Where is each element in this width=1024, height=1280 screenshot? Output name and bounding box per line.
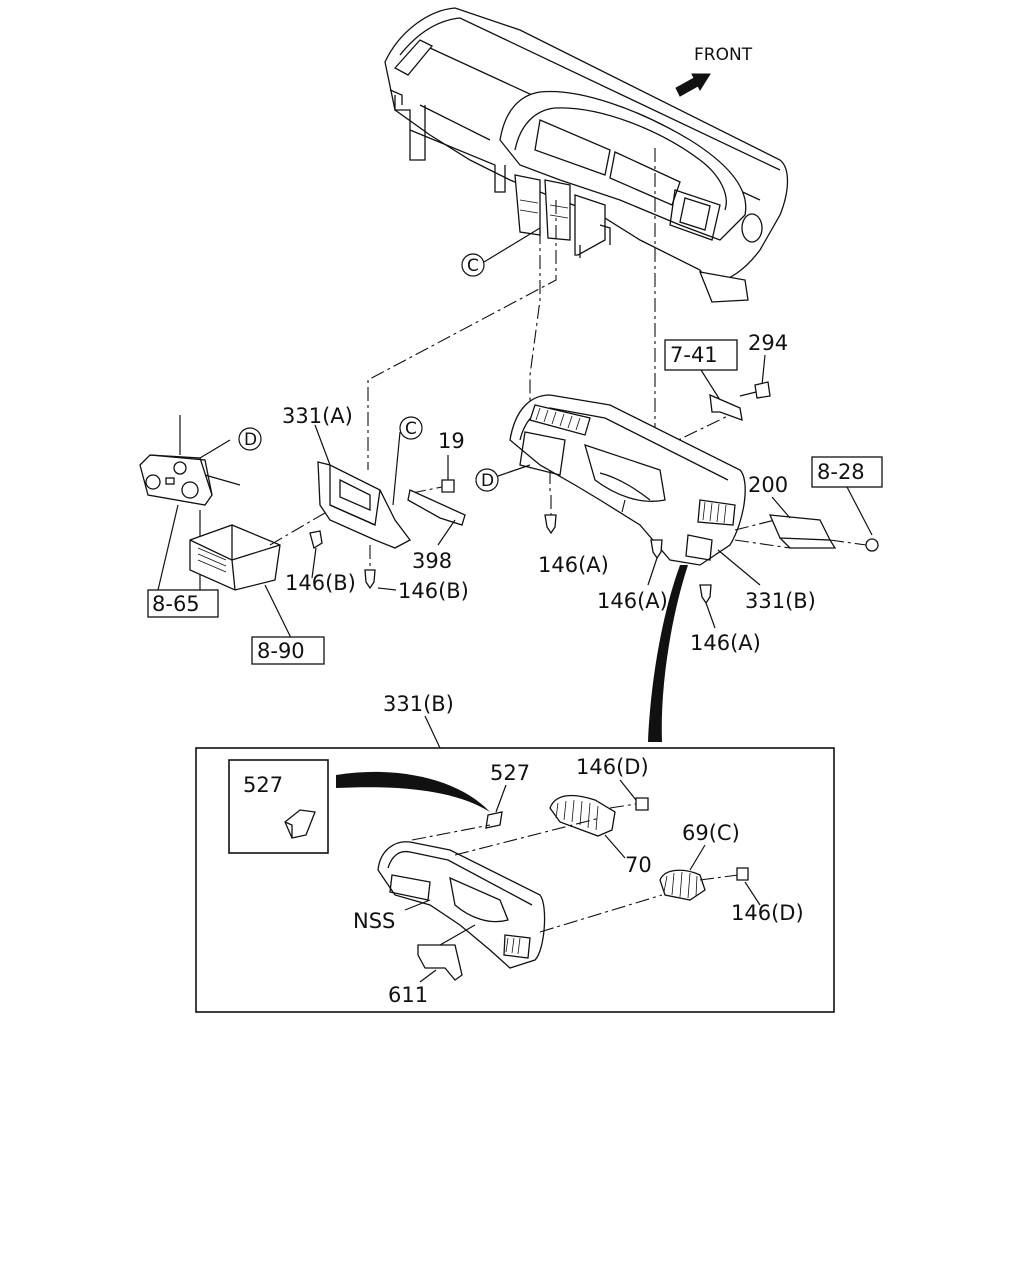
circle-c-bracket-label: C (405, 419, 417, 439)
detail-box: 331(B) 527 527 146(D) 70 69(C) 146(D) (195, 692, 835, 1013)
detail-title: 331(B) (383, 692, 454, 716)
part-331a: 331(A) (282, 404, 353, 428)
part-200-group: 200 8-28 (734, 456, 883, 552)
front-direction-arrow: FRONT (675, 45, 753, 97)
ref-8-28: 8-28 (817, 460, 865, 484)
part-70: 70 (625, 853, 652, 877)
circle-d-heater-label: D (244, 430, 257, 450)
center-panel-331b (509, 394, 746, 566)
part-146b-1: 146(B) (285, 571, 356, 595)
bracket-331a-group: 331(A) C 146(B) 146(B) (282, 404, 469, 603)
front-label: FRONT (694, 45, 753, 65)
arrow-icon (675, 73, 711, 97)
part-146a-2: 146(A) (597, 589, 668, 613)
inset-527-label: 527 (243, 773, 283, 797)
part-331b: 331(B) (745, 589, 816, 613)
part-146b-2: 146(B) (398, 579, 469, 603)
part-19: 19 (438, 429, 465, 453)
dashboard-assembly (384, 7, 789, 303)
part-146a-3: 146(A) (690, 631, 761, 655)
nss-label: NSS (353, 909, 395, 933)
part-146d-2: 146(D) (731, 901, 804, 925)
part-19-398-group: 19 398 (407, 429, 466, 573)
radio-group: 8-90 (189, 509, 331, 665)
leader-lines (367, 148, 741, 470)
part-146d-1: 146(D) (576, 755, 649, 779)
circle-c-label: C (467, 256, 479, 276)
part-69c: 69(C) (682, 821, 740, 845)
ref-circle-d-panel: D (475, 464, 531, 492)
ref-circle-c-dashboard: C (461, 227, 541, 277)
part-200: 200 (748, 473, 788, 497)
heater-control-group: D 8-65 (139, 415, 262, 618)
ref-7-41: 7-41 (670, 343, 718, 367)
part-398: 398 (412, 549, 452, 573)
detail-pointer (648, 565, 688, 742)
part-146a-1: 146(A) (538, 553, 609, 577)
part-527: 527 (490, 761, 530, 785)
circle-d-panel-label: D (481, 471, 494, 491)
screw-146a-group: 146(A) 146(A) 146(A) 331(B) (538, 495, 816, 655)
ref-8-65: 8-65 (152, 592, 200, 616)
ref-8-90: 8-90 (257, 639, 305, 663)
part-611: 611 (388, 983, 428, 1007)
ref-7-41-group: 7-41 294 (664, 331, 788, 421)
part-294: 294 (748, 331, 788, 355)
